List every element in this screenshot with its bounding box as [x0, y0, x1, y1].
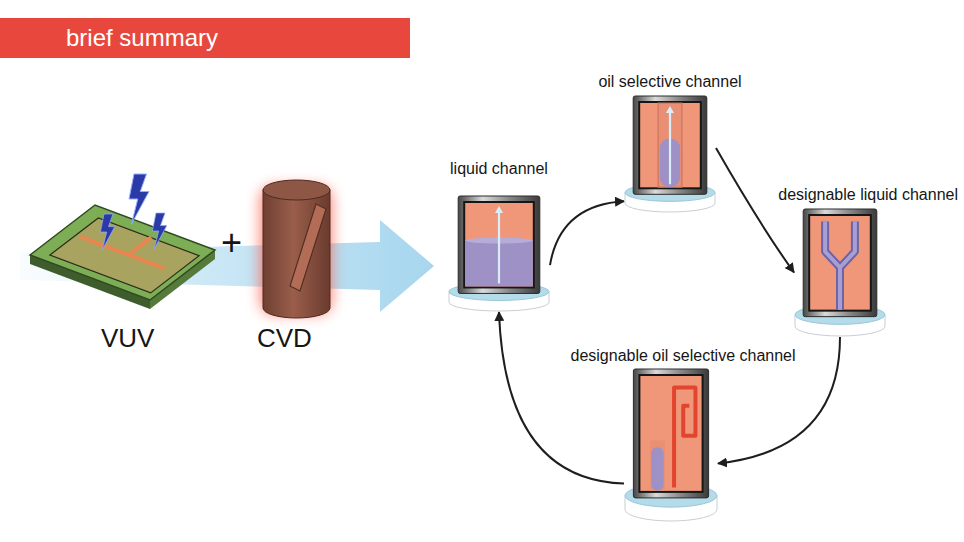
channel-device: liquid channel — [448, 195, 550, 312]
channel-cell — [458, 196, 540, 293]
plus-sign: + — [221, 222, 242, 263]
process-label: VUV — [101, 324, 154, 354]
channel-device: oil selective channel — [624, 95, 716, 213]
channel-cell — [633, 369, 708, 498]
device-drawing — [794, 208, 886, 337]
device-drawing — [624, 95, 716, 213]
title-text: brief summary — [0, 18, 410, 58]
vuv-mask-plate — [30, 205, 215, 309]
channel-device: designable oil selective channel — [624, 368, 718, 522]
process-label: CVD — [257, 324, 312, 354]
device-drawing — [624, 368, 718, 522]
channel-label: oil selective channel — [598, 72, 741, 91]
title-bar: brief summary — [0, 18, 410, 58]
cvd-reactor — [260, 180, 332, 318]
channel-label: designable liquid channel — [778, 185, 958, 204]
cycle-arrow — [716, 148, 794, 272]
channel-device: designable liquid channel — [794, 208, 886, 337]
channel-cell — [803, 209, 877, 317]
uv-bolts — [100, 174, 166, 250]
channel-cell — [633, 96, 707, 194]
device-drawing — [448, 195, 550, 312]
cycle-arrow — [499, 312, 624, 484]
channel-label: liquid channel — [450, 159, 548, 178]
cycle-arrow — [550, 201, 624, 265]
channel-label: designable oil selective channel — [570, 346, 795, 365]
